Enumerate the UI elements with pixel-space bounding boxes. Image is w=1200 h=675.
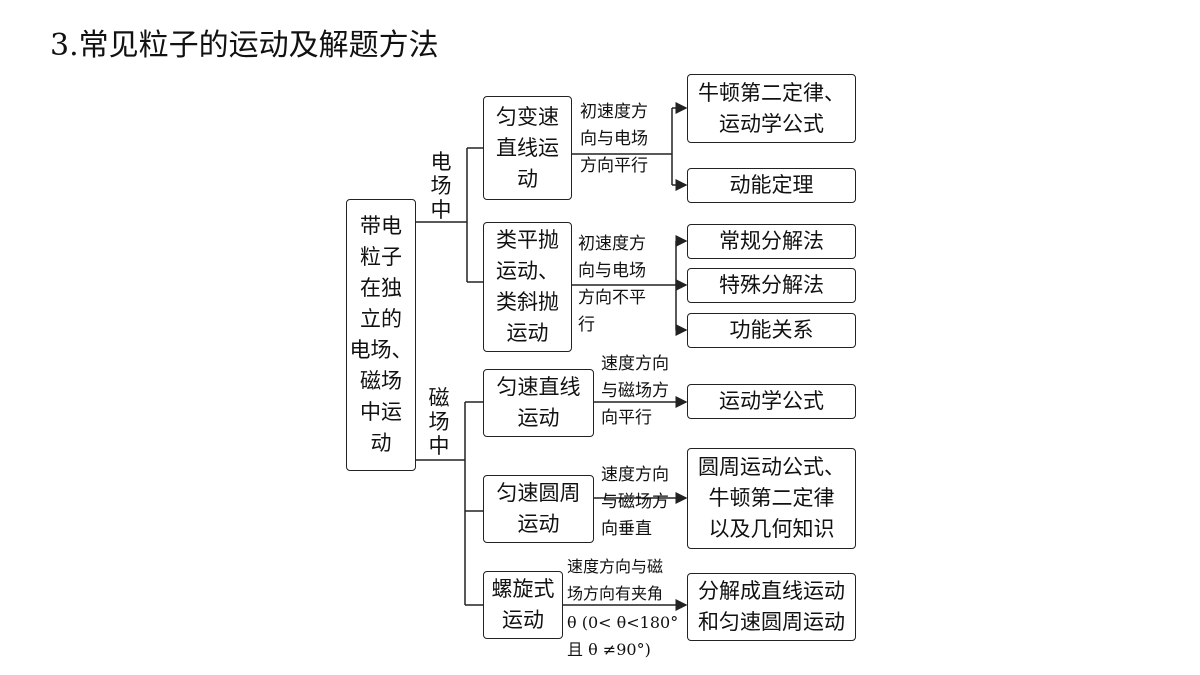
condition-line: 向与电场: [578, 261, 646, 281]
root-line: 带电: [360, 214, 402, 238]
root-line: 立的: [360, 307, 402, 331]
method-line: 运动学公式: [719, 389, 824, 413]
condition-label: 初速度方 向与电场 方向不平 行: [578, 231, 646, 339]
method-line: 功能关系: [729, 318, 814, 342]
root-line: 动: [370, 431, 392, 455]
method-line: 和匀速圆周运动: [698, 610, 845, 634]
motion-box-uniform-accel-linear: 匀变速 直线运 动: [483, 96, 572, 200]
method-line: 牛顿第二定律、: [698, 80, 845, 105]
condition-line: 速度方向与磁: [567, 557, 664, 576]
method-line: 圆周运动公式、: [698, 455, 845, 479]
condition-line: 向与电场: [580, 129, 648, 149]
motion-line: 匀变速: [496, 104, 559, 129]
condition-line: 且 θ ≠90°): [567, 640, 651, 659]
method-line: 特殊分解法: [719, 273, 824, 297]
condition-line: 初速度方: [578, 234, 646, 254]
motion-line: 直线运: [496, 135, 559, 160]
method-box: 特殊分解法: [687, 268, 856, 303]
root-line: 磁场: [360, 369, 402, 393]
motion-line: 运动: [502, 608, 544, 632]
method-line: 分解成直线运动: [698, 579, 845, 603]
motion-line: 动: [517, 166, 538, 191]
condition-label: 速度方向与磁 场方向有夹角 θ (0< θ<180° 且 θ ≠90°): [567, 553, 678, 663]
condition-line: θ (0< θ<180°: [567, 613, 679, 632]
condition-line: 与磁场方: [601, 492, 669, 512]
motion-box-uniform-linear: 匀速直线 运动: [483, 369, 594, 437]
condition-label: 初速度方 向与电场 方向平行: [580, 99, 648, 180]
condition-line: 向垂直: [601, 519, 652, 539]
method-box: 功能关系: [687, 313, 856, 348]
branch-label-magnetic: 磁场中: [428, 386, 450, 458]
motion-line: 匀速圆周: [496, 481, 581, 505]
condition-line: 场方向有夹角: [567, 584, 664, 603]
motion-line: 运动: [517, 512, 560, 536]
root-line: 在独: [360, 276, 402, 300]
condition-line: 方向不平: [578, 288, 646, 308]
condition-line: 行: [578, 315, 595, 335]
motion-box-uniform-circular: 匀速圆周 运动: [483, 475, 594, 543]
motion-line: 运动: [506, 321, 549, 345]
root-topic-box: 带电 粒子 在独 立的 电场、 磁场 中运 动: [346, 199, 416, 471]
motion-line: 螺旋式: [491, 577, 555, 601]
method-box: 圆周运动公式、 牛顿第二定律 以及几何知识: [687, 448, 856, 549]
method-box: 运动学公式: [687, 384, 856, 419]
method-box: 分解成直线运动 和匀速圆周运动: [687, 573, 856, 641]
root-line: 粒子: [360, 245, 402, 269]
method-line: 牛顿第二定律: [708, 486, 835, 510]
method-line: 动能定理: [729, 173, 814, 197]
root-line: 电场、: [349, 338, 413, 362]
condition-line: 方向平行: [580, 156, 648, 176]
method-line: 运动学公式: [719, 111, 824, 136]
motion-line: 运动: [517, 406, 560, 430]
condition-line: 初速度方: [580, 102, 648, 122]
method-box: 牛顿第二定律、 运动学公式: [687, 74, 856, 143]
root-line: 中运: [360, 400, 402, 424]
condition-line: 与磁场方: [601, 381, 669, 401]
branch-label-electric: 电场中: [430, 150, 452, 222]
motion-box-helical: 螺旋式 运动: [483, 571, 563, 639]
motion-line: 匀速直线: [496, 375, 581, 399]
motion-line: 类斜抛: [496, 290, 559, 314]
method-line: 常规分解法: [719, 229, 824, 253]
motion-line: 运动、: [496, 259, 559, 283]
page-title: 3.常见粒子的运动及解题方法: [50, 28, 439, 63]
condition-line: 速度方向: [601, 354, 669, 374]
condition-label: 速度方向 与磁场方 向垂直: [601, 462, 669, 543]
method-box: 常规分解法: [687, 224, 856, 259]
method-box: 动能定理: [687, 168, 856, 203]
method-line: 以及几何知识: [708, 517, 835, 541]
condition-label: 速度方向 与磁场方 向平行: [601, 351, 669, 432]
motion-line: 类平抛: [496, 228, 559, 252]
condition-line: 速度方向: [601, 465, 669, 485]
condition-line: 向平行: [601, 408, 652, 428]
motion-box-projectile-like: 类平抛 运动、 类斜抛 运动: [483, 222, 572, 352]
